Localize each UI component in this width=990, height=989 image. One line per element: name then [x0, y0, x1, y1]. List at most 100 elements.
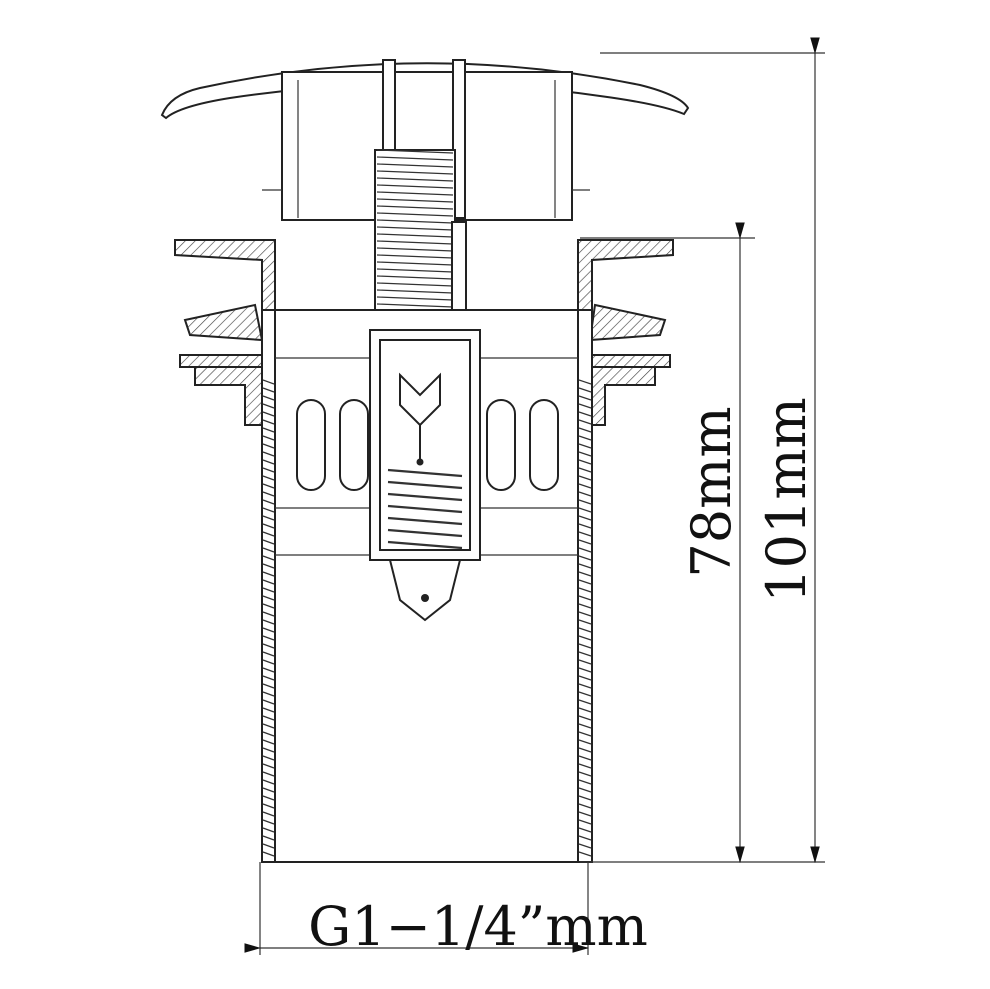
- thread-line: [262, 403, 275, 409]
- thread-line: [262, 555, 275, 561]
- thread-line: [262, 787, 275, 793]
- thread-line: [578, 531, 592, 537]
- thread-line: [262, 491, 275, 497]
- thread-line: [262, 611, 275, 617]
- thread-line: [262, 707, 275, 713]
- thread-line: [578, 523, 592, 529]
- thread-line: [578, 723, 592, 729]
- thread-line: [262, 667, 275, 673]
- thread-line: [578, 651, 592, 657]
- thread-line: [578, 811, 592, 817]
- thread-line: [578, 827, 592, 833]
- thread-line: [578, 851, 592, 857]
- thread-line: [578, 587, 592, 593]
- thread-line: [262, 395, 275, 401]
- thread-line: [376, 268, 454, 273]
- thread-line: [376, 149, 454, 154]
- thread-line: [376, 240, 454, 245]
- thread-line: [578, 515, 592, 521]
- thread-line: [262, 643, 275, 649]
- thread-line: [578, 611, 592, 617]
- thread-line: [262, 379, 275, 385]
- thread-line: [578, 803, 592, 809]
- thread-line: [578, 755, 592, 761]
- thread-line: [376, 184, 454, 189]
- thread-line: [376, 254, 454, 259]
- thread-line: [376, 233, 454, 238]
- thread-line: [262, 699, 275, 705]
- thread-line: [376, 226, 454, 231]
- dimension-lines: [244, 37, 825, 955]
- thread-line: [376, 261, 454, 266]
- thread-line: [262, 451, 275, 457]
- thread-line: [578, 507, 592, 513]
- thread-line: [578, 571, 592, 577]
- spring-mechanism: [369, 329, 481, 622]
- thread-line: [578, 459, 592, 465]
- thread-line: [262, 427, 275, 433]
- thread-line: [387, 480, 463, 490]
- thread-line: [578, 787, 592, 793]
- thread-line: [578, 699, 592, 705]
- thread-line: [578, 659, 592, 665]
- total-height-label: 101mm: [755, 397, 818, 602]
- thread-line: [376, 198, 454, 203]
- thread-line: [376, 282, 454, 287]
- thread-line: [376, 296, 454, 301]
- thread-line: [578, 403, 592, 409]
- thread-line: [262, 547, 275, 553]
- thread-line: [376, 170, 454, 175]
- thread-line: [578, 707, 592, 713]
- thread-line: [578, 779, 592, 785]
- thread-line: [262, 475, 275, 481]
- thread-line: [578, 667, 592, 673]
- thread-line: [262, 627, 275, 633]
- thread-line: [578, 763, 592, 769]
- thread-line: [578, 451, 592, 457]
- thread-line: [578, 483, 592, 489]
- thread-line: [578, 675, 592, 681]
- thread-line: [578, 619, 592, 625]
- thread-line: [578, 411, 592, 417]
- body-height-label: 78mm: [680, 406, 743, 577]
- thread-line: [578, 635, 592, 641]
- thread-line: [262, 483, 275, 489]
- thread-line: [376, 205, 454, 210]
- thread-line: [578, 603, 592, 609]
- thread-line: [262, 571, 275, 577]
- thread-line: [376, 163, 454, 168]
- thread-line: [262, 603, 275, 609]
- thread-line: [262, 531, 275, 537]
- thread-line: [578, 627, 592, 633]
- thread-line: [262, 803, 275, 809]
- thread-line: [262, 651, 275, 657]
- thread-line: [262, 459, 275, 465]
- thread-line: [262, 811, 275, 817]
- thread-line: [262, 539, 275, 545]
- thread-line: [262, 723, 275, 729]
- thread-line: [262, 715, 275, 721]
- thread-line: [578, 555, 592, 561]
- thread-line: [387, 468, 463, 478]
- thread-line: [262, 387, 275, 393]
- thread-line: [262, 467, 275, 473]
- thread-line: [578, 387, 592, 393]
- thread-line: [578, 443, 592, 449]
- thread-line: [262, 755, 275, 761]
- thread-line: [262, 635, 275, 641]
- thread-line: [262, 731, 275, 737]
- thread-line: [578, 691, 592, 697]
- thread-line: [376, 247, 454, 252]
- thread-line: [376, 177, 454, 182]
- thread-line: [578, 731, 592, 737]
- thread-line: [262, 851, 275, 857]
- thread-line: [578, 579, 592, 585]
- thread-line: [262, 499, 275, 505]
- thread-line: [387, 540, 463, 550]
- thread-line: [262, 691, 275, 697]
- thread-line: [262, 563, 275, 569]
- thread-line: [578, 491, 592, 497]
- thread-line: [376, 303, 454, 308]
- thread-line: [262, 835, 275, 841]
